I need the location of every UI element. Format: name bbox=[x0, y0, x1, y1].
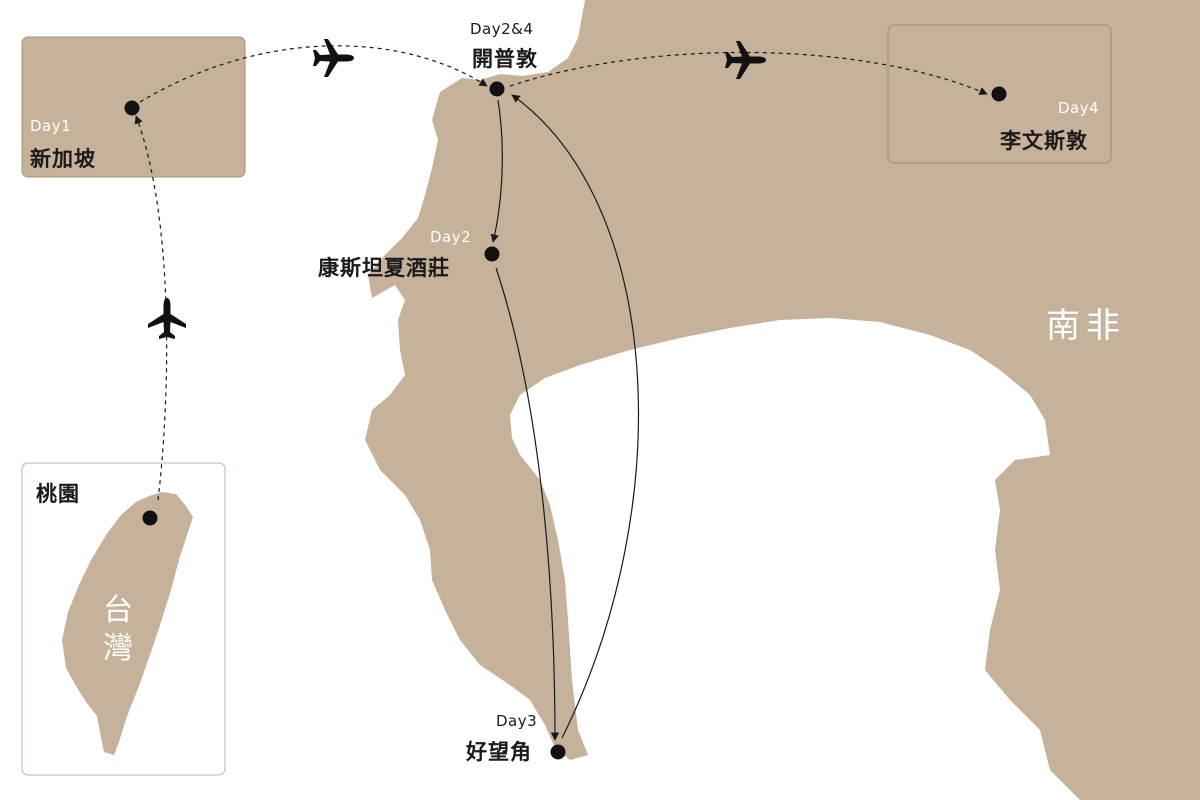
location-day-capetown: Day2&4 bbox=[470, 20, 534, 38]
location-name-livingstone: 李文斯敦 bbox=[1000, 129, 1088, 153]
inset-label: 台灣 bbox=[103, 593, 133, 666]
country-label: 南非 bbox=[1046, 306, 1126, 346]
location-name-capetown: 開普敦 bbox=[472, 47, 538, 71]
location-name-taoyuan: 桃園 bbox=[36, 482, 80, 506]
location-dot-icon bbox=[489, 81, 505, 97]
airplane-icon bbox=[313, 39, 354, 77]
location-name-constantia: 康斯坦夏酒莊 bbox=[318, 256, 450, 280]
location-dot-icon bbox=[142, 510, 158, 526]
flight-route-singapore-capetown bbox=[139, 45, 488, 103]
location-day-singapore: Day1 bbox=[30, 117, 72, 135]
location-dot-icon bbox=[484, 246, 500, 262]
location-day-livingstone: Day4 bbox=[1058, 99, 1100, 117]
airplane-icon bbox=[148, 298, 186, 339]
taiwan-land bbox=[62, 492, 193, 755]
location-dot-icon bbox=[991, 86, 1007, 102]
route-capepoint-capetown bbox=[511, 94, 640, 739]
location-dot-icon bbox=[124, 100, 140, 116]
route-capetown-constantia bbox=[490, 99, 503, 243]
location-day-capepoint: Day3 bbox=[496, 712, 538, 730]
location-day-constantia: Day2 bbox=[430, 228, 472, 246]
location-name-singapore: 新加坡 bbox=[30, 147, 96, 171]
south-africa-land bbox=[365, 0, 1200, 800]
flight-route-capetown-livingstone bbox=[509, 51, 988, 95]
location-name-capepoint: 好望角 bbox=[466, 740, 532, 764]
location-dot-icon bbox=[550, 744, 566, 760]
route-constantia-capepoint bbox=[495, 267, 560, 741]
